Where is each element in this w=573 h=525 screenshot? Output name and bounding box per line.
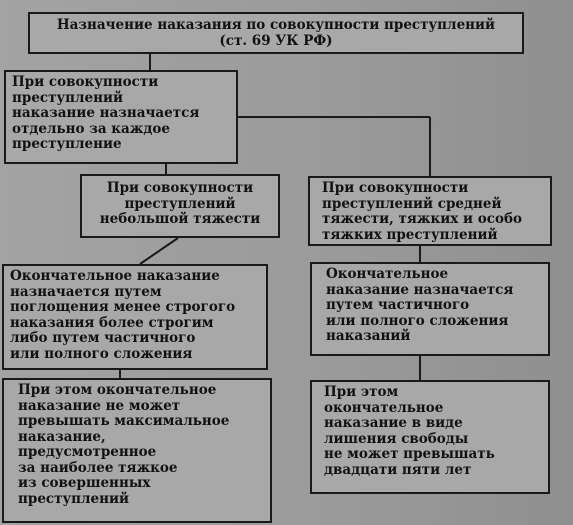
general-rule-box: При совокупности преступлений наказание …: [4, 70, 238, 164]
left-limit-box: При этом окончательное наказание не може…: [2, 378, 272, 523]
right-condition-box: При совокупности преступлений средней тя…: [308, 176, 552, 246]
right-limit-box: При этом окончательное наказание в виде …: [310, 380, 550, 494]
connector-left-condition-method: [139, 237, 179, 265]
left-method-box: Окончательное наказание назначается путе…: [2, 264, 268, 370]
left-condition-box: При совокупности преступлений небольшой …: [80, 174, 280, 238]
diagram-title-box: Назначение наказания по совокупности пре…: [28, 12, 524, 54]
right-method-box: Окончательное наказание назначается путе…: [310, 262, 550, 356]
